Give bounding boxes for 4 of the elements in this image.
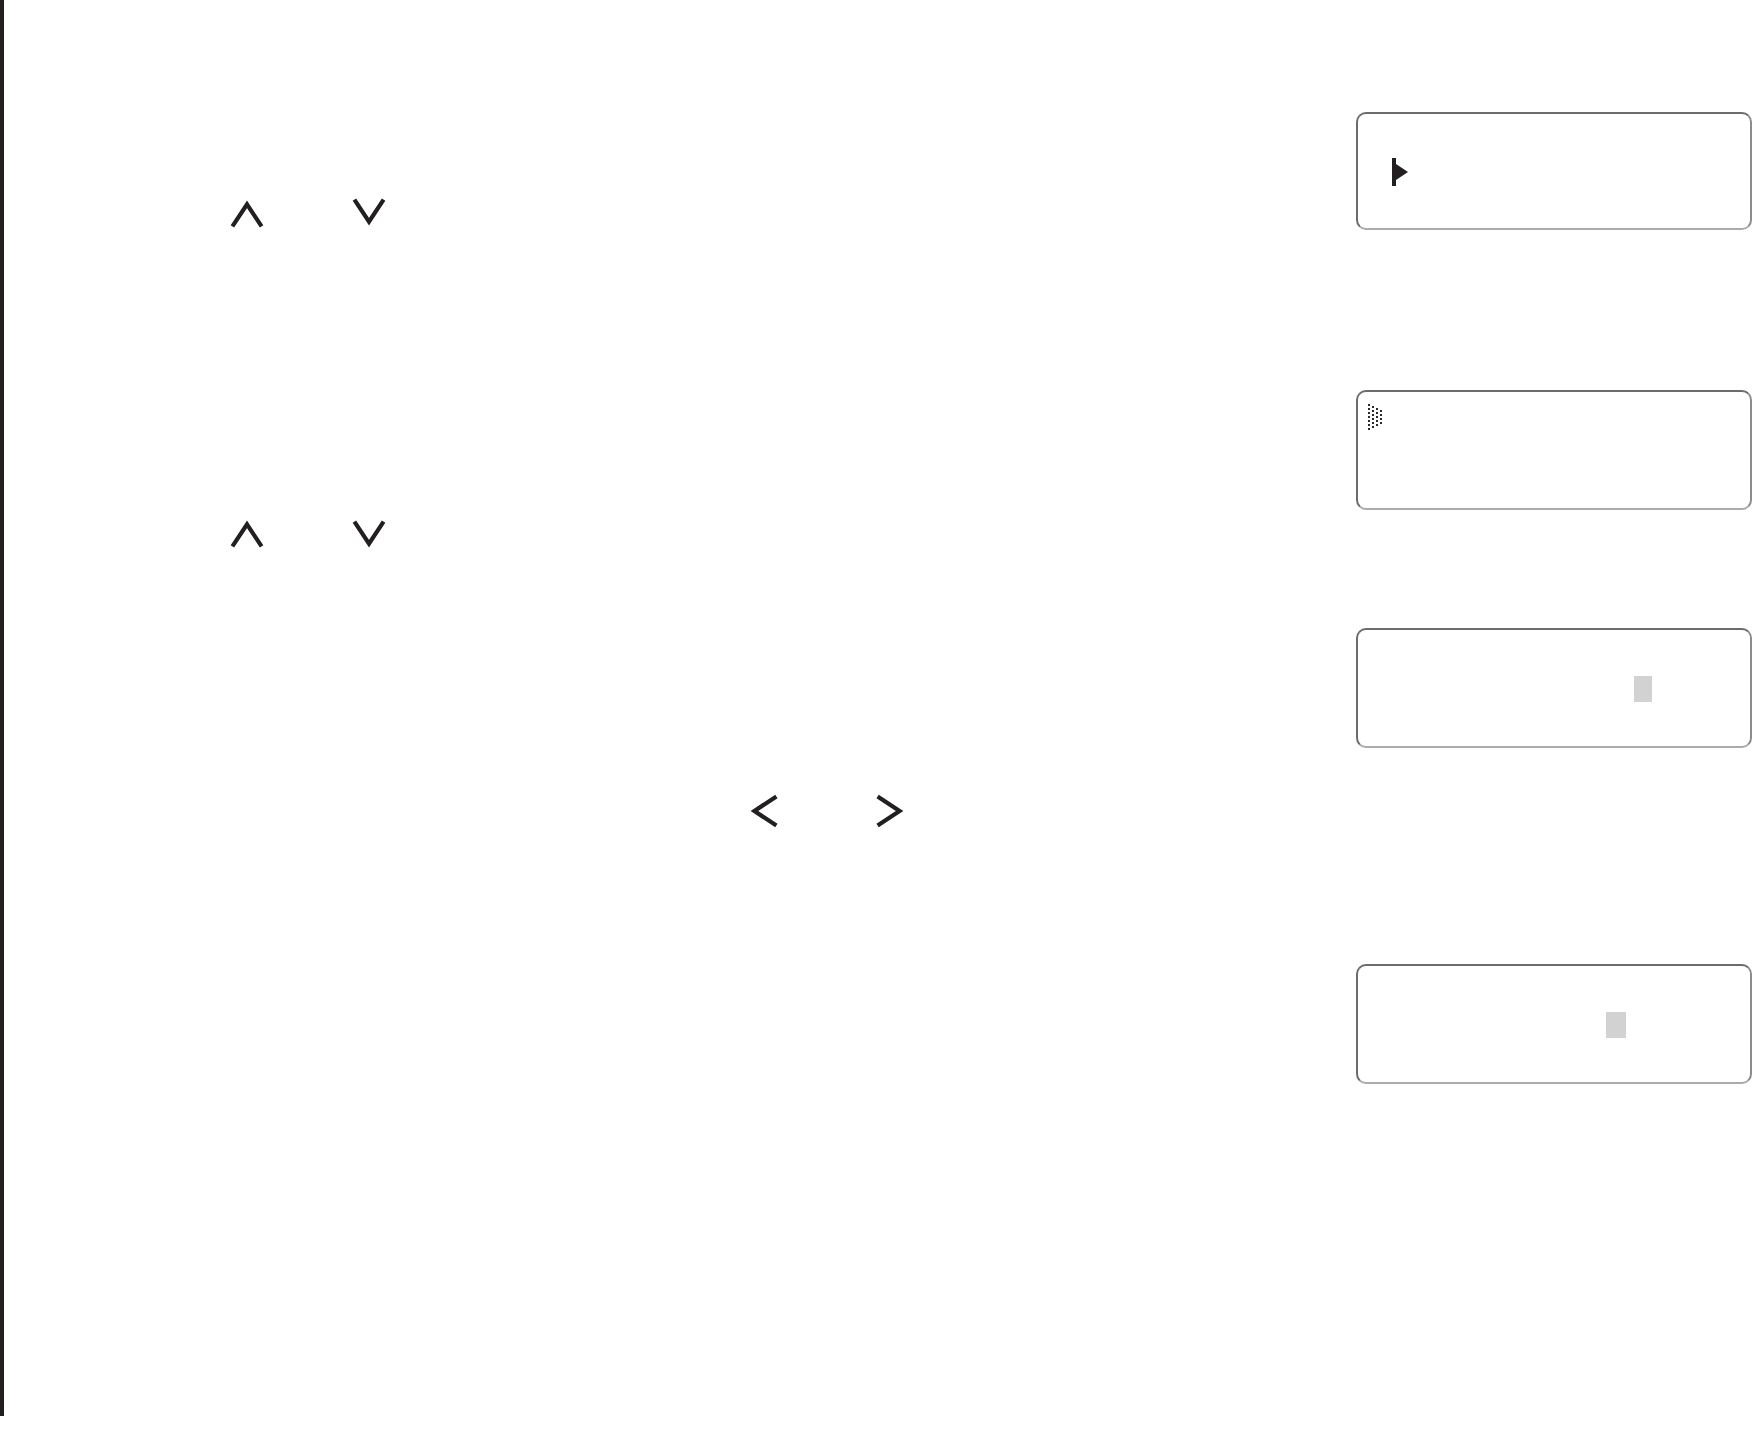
display-screen [1356,628,1752,748]
display-screen [1356,964,1752,1084]
display-screen [1356,112,1752,230]
display-screen [1356,390,1752,510]
